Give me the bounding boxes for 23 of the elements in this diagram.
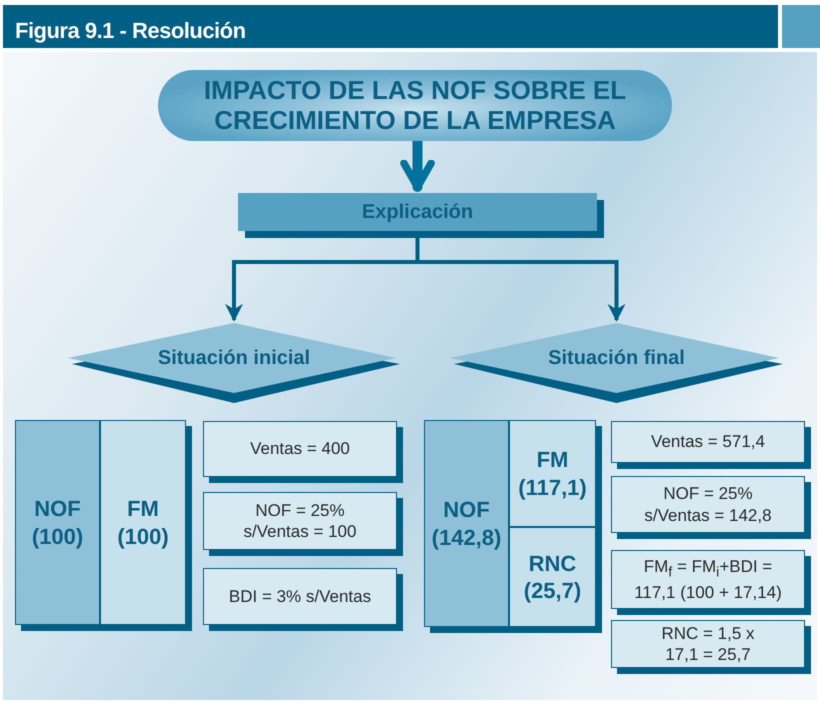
node-label: IMPACTO DE LAS NOF SOBRE EL CRECIMIENTO DE LA EMPRESA [202,76,628,136]
node-label: NOF = 25% s/Ventas = 142,8 [643,483,773,526]
node-label: FM$_{f}$ = FM$_{i}$+BDI = 117,1 (100 + 17,14) [633,556,783,604]
node-label: Situación inicial [158,346,310,370]
explanation-box [238,193,597,231]
column-heading: FM [536,446,568,474]
column-value: (100) [32,522,84,550]
column-heading: NOF [34,495,81,522]
node-label: Situación final [548,346,685,370]
column-heading: NOF [443,496,490,524]
node-label: RNC = 1,5 x 17,1 = 25,7 [660,622,756,666]
column-value: (142,8) [432,524,502,551]
figure-title: Figura 9.1 - Resolución [15,18,246,44]
column-heading: FM [127,495,159,522]
column-value: (100) [117,522,169,550]
column-heading: RNC [528,550,576,577]
node-label: Ventas = 571,4 [651,431,765,453]
node-label: Ventas = 400 [250,438,350,460]
node-label: NOF = 25% s/Ventas = 100 [242,500,358,542]
column-value: (117,1) [518,474,587,501]
node-label: Explicación [362,200,474,224]
column-value: (25,7) [524,577,582,604]
node-label: BDI = 3% s/Ventas [228,586,372,608]
